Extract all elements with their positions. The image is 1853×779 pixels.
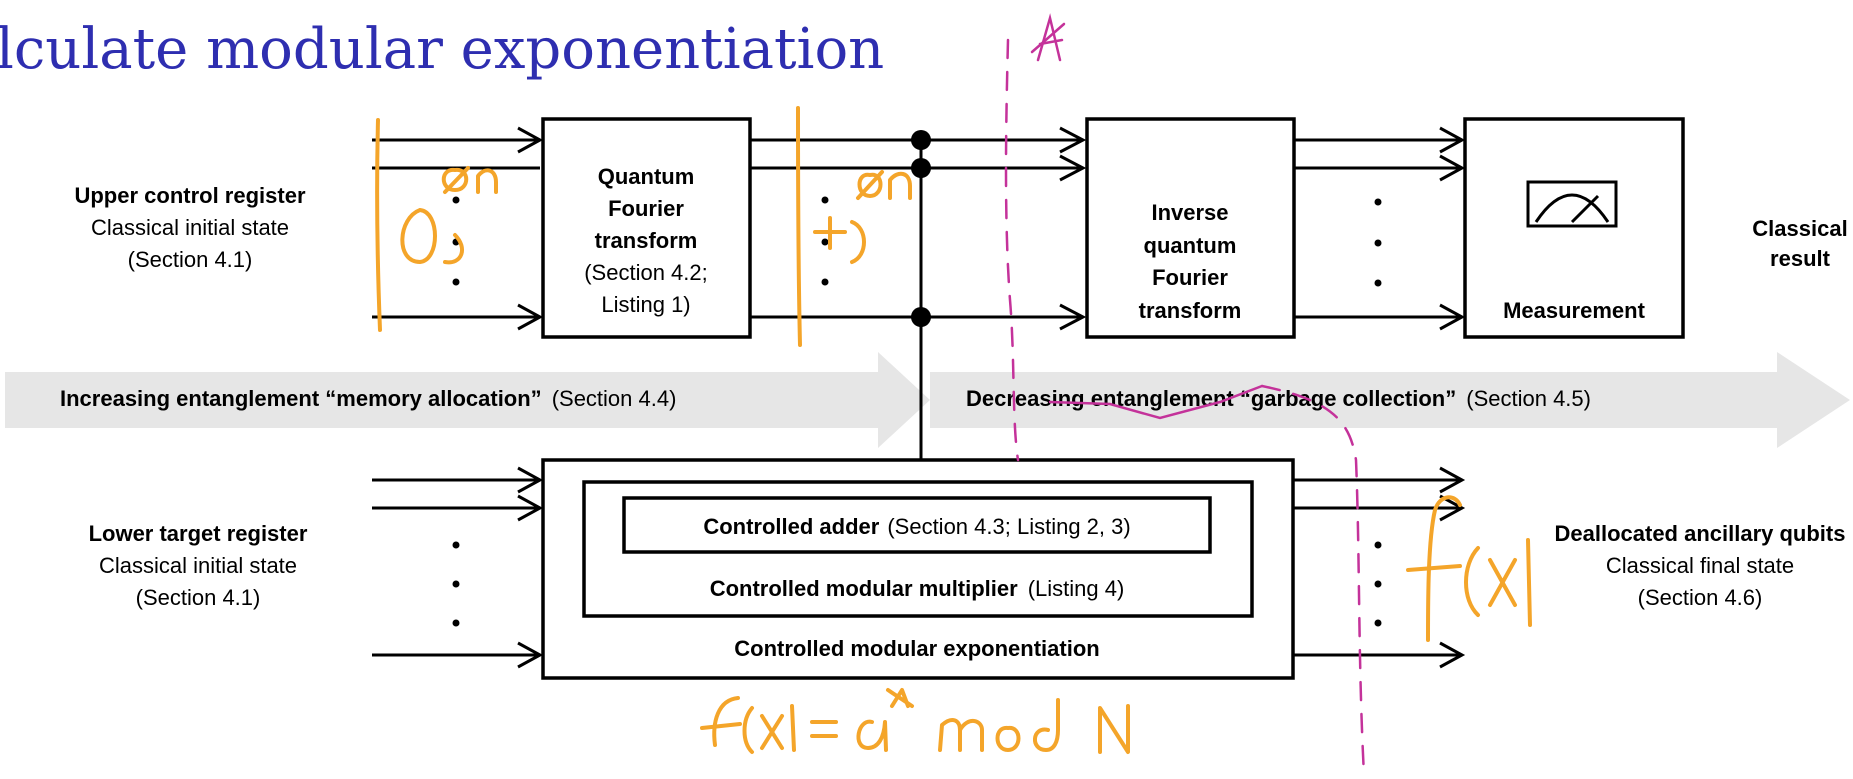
pen-dashed-line-1: [1004, 38, 1020, 462]
iqft-box: [1085, 117, 1296, 339]
pen-squiggle: [1048, 384, 1264, 420]
lower-input-dots: [452, 541, 460, 627]
increasing-entanglement-arrow: [5, 352, 930, 448]
classical-result-2: result: [1770, 246, 1831, 271]
qft-box: [541, 117, 752, 339]
adder-label: Controlled adder(Section 4.3; Listing 2,…: [703, 514, 1130, 539]
lower-input-wires: [372, 466, 544, 669]
pen-letter-a: [1030, 13, 1066, 62]
measurement-label: Measurement: [1503, 298, 1646, 323]
control-dot-1: [911, 130, 931, 150]
meter-icon: [1526, 180, 1618, 228]
upper-input-wires: [372, 126, 544, 331]
exponentiation-label: Controlled modular exponentiation: [734, 636, 1099, 661]
handwritten-ket-zero: [375, 118, 498, 332]
qft-label-5: Listing 1): [601, 292, 690, 317]
pen-dashed-line-2: [1260, 384, 1366, 777]
lower-register-name: Lower target register: [89, 521, 308, 546]
deallocated-name: Deallocated ancillary qubits: [1555, 521, 1846, 546]
qft-label-4: (Section 4.2;: [584, 260, 708, 285]
slide-title: lculate modular exponentiation: [0, 17, 884, 82]
decreasing-entanglement-arrow: [930, 352, 1850, 448]
qft-label-2: Fourier: [608, 196, 684, 221]
upper-register-name: Upper control register: [74, 183, 305, 208]
handwritten-ket-plus: [796, 106, 912, 347]
lower-output-dots: [1374, 541, 1382, 627]
iqft-label-4: transform: [1139, 298, 1242, 323]
measure-dots: [1374, 198, 1382, 287]
lower-register-section: (Section 4.1): [136, 585, 261, 610]
control-dot-3: [911, 307, 931, 327]
lower-register-state: Classical initial state: [99, 553, 297, 578]
qft-label-1: Quantum: [598, 164, 695, 189]
measure-wires: [1294, 126, 1466, 331]
handwritten-fx-output: [1406, 495, 1532, 642]
measurement-box: [1463, 117, 1685, 339]
handwritten-formula: [700, 688, 1130, 754]
decreasing-entanglement-label: Decreasing entanglement “garbage collect…: [966, 386, 1591, 411]
iqft-label-2: quantum: [1144, 233, 1237, 258]
iqft-label-3: Fourier: [1152, 265, 1228, 290]
deallocated-state: Classical final state: [1606, 553, 1794, 578]
qft-label-3: transform: [595, 228, 698, 253]
control-dot-2: [911, 158, 931, 178]
increasing-entanglement-label: Increasing entanglement “memory allocati…: [60, 386, 676, 411]
multiplier-label: Controlled modular multiplier(Listing 4): [710, 576, 1125, 601]
upper-register-section: (Section 4.1): [128, 247, 253, 272]
iqft-label-1: Inverse: [1151, 200, 1228, 225]
classical-result-1: Classical: [1752, 216, 1847, 241]
middle-dots: [821, 196, 829, 286]
deallocated-section: (Section 4.6): [1638, 585, 1763, 610]
upper-register-state: Classical initial state: [91, 215, 289, 240]
adder-box: [622, 496, 1212, 554]
